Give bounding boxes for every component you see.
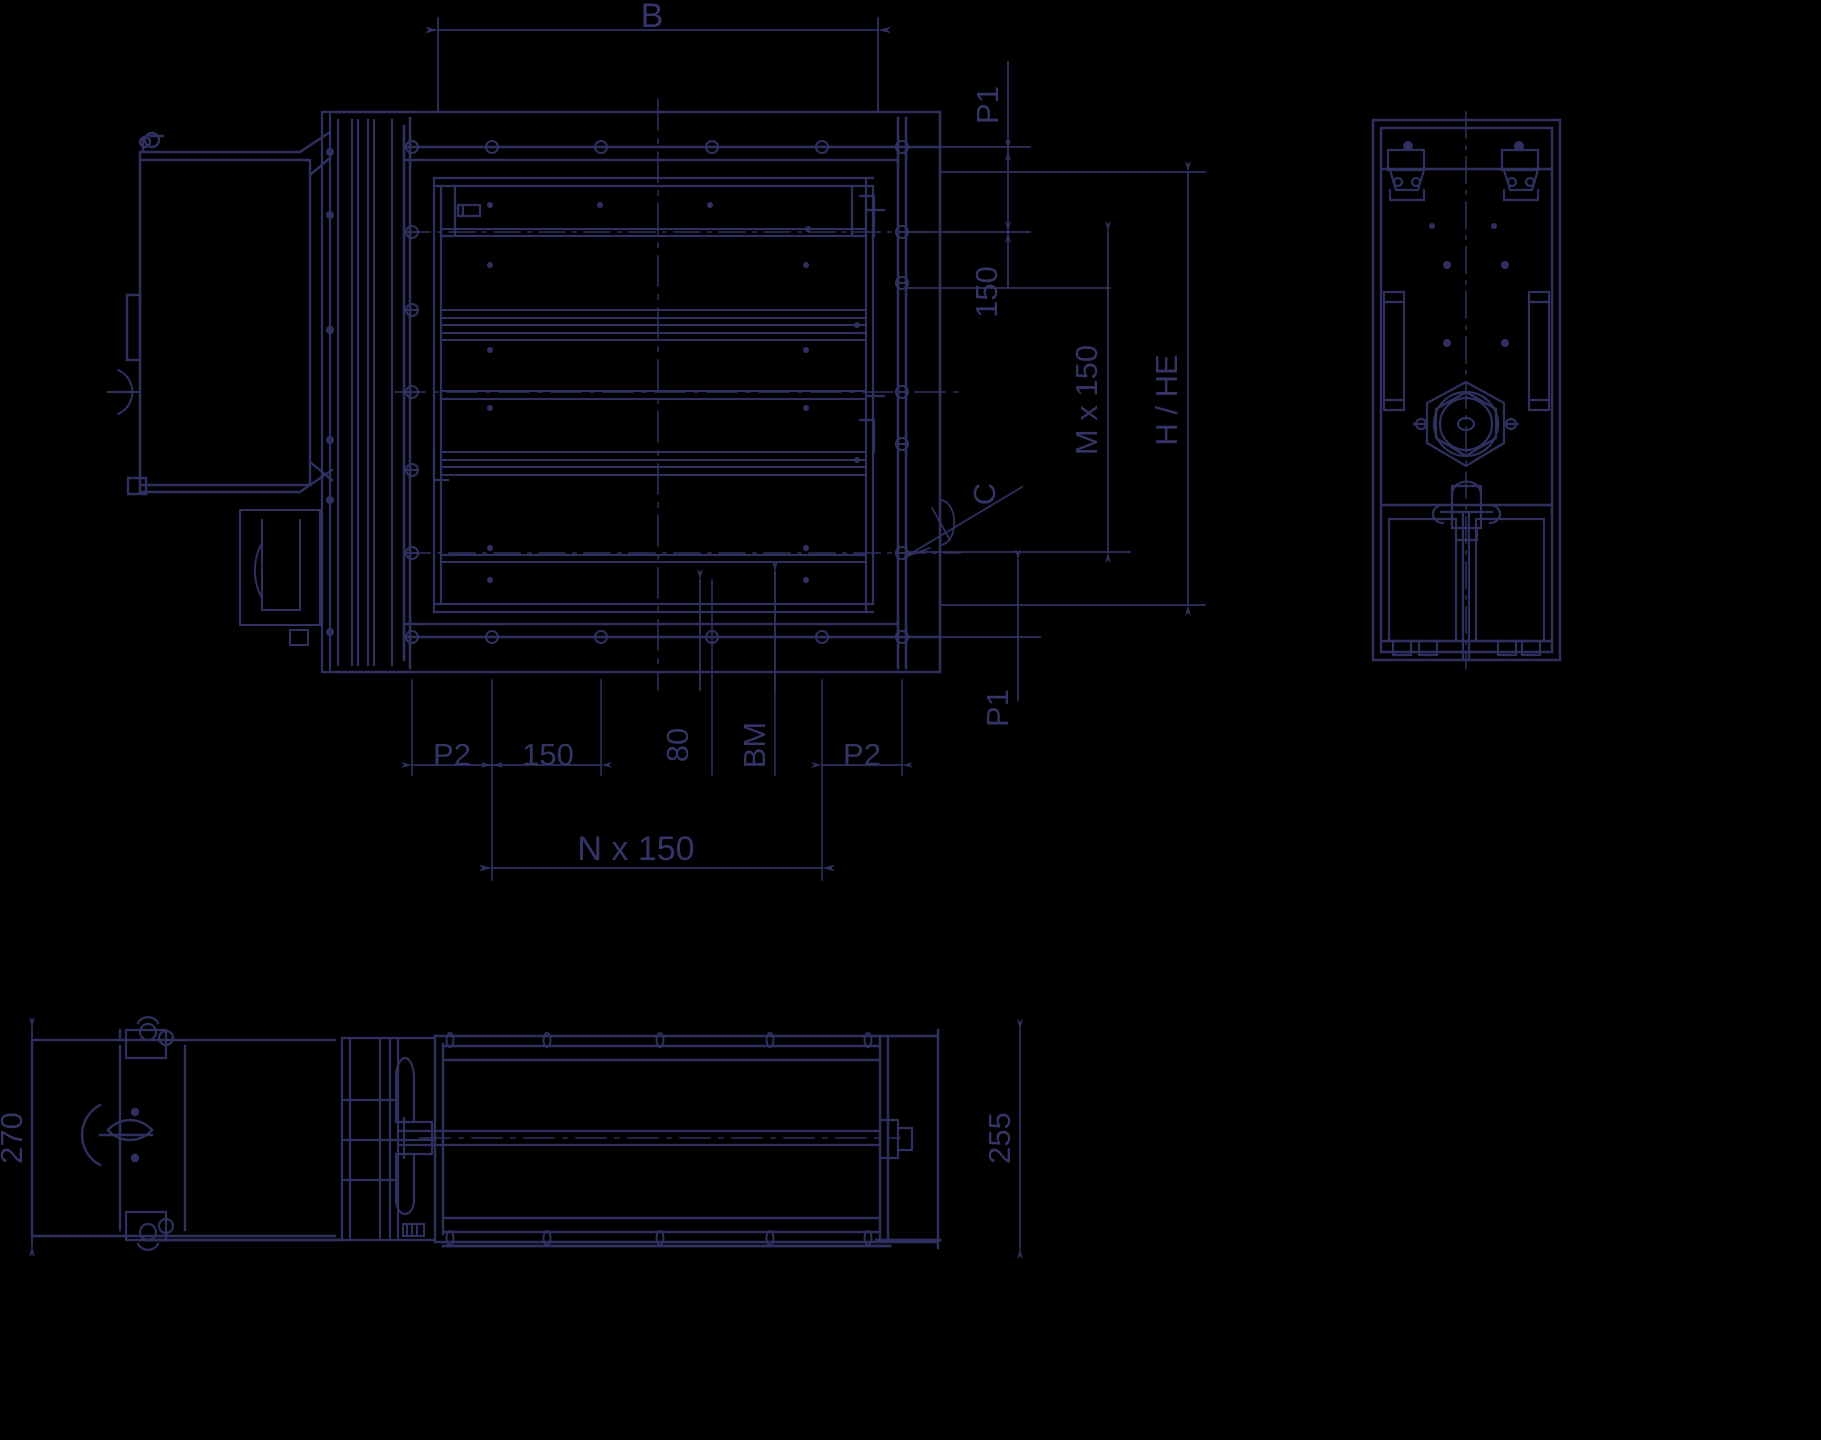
plan-view-body bbox=[433, 1028, 940, 1250]
plan-view-bolts bbox=[445, 1032, 873, 1246]
label-255: 255 bbox=[982, 1112, 1017, 1164]
centerlines-secondary bbox=[403, 231, 961, 554]
label-P1-bottom: P1 bbox=[980, 689, 1015, 727]
bolt-holes-left-column bbox=[405, 225, 419, 560]
side-view-brackets bbox=[1382, 148, 1551, 412]
label-150-bottom: 150 bbox=[522, 737, 574, 772]
dimension-150-right bbox=[905, 139, 1111, 289]
label-H-HE: H / HE bbox=[1149, 354, 1184, 445]
dimension-text-layer: B P1 150 M x 150 H / HE C P1 P2 150 80 B… bbox=[0, 0, 1184, 1164]
plan-view-frame-stack bbox=[340, 1036, 437, 1242]
label-P2-left: P2 bbox=[433, 737, 471, 772]
dimension-H-HE bbox=[939, 161, 1206, 616]
dimension-P1-top bbox=[905, 61, 1031, 161]
label-270: 270 bbox=[0, 1112, 29, 1164]
centerlines bbox=[394, 99, 961, 691]
small-dots bbox=[487, 202, 860, 583]
detail-callout-C bbox=[903, 485, 1024, 559]
side-view-lower-bays bbox=[1387, 510, 1546, 662]
dimension-B bbox=[425, 17, 891, 113]
shaft-end bbox=[107, 368, 141, 416]
label-detail-C: C bbox=[967, 483, 1002, 505]
blade-assembly bbox=[432, 176, 875, 614]
main-frame-outline bbox=[334, 110, 942, 674]
actuator-housing bbox=[125, 130, 334, 496]
plan-view-shaft bbox=[394, 1056, 914, 1216]
label-80: 80 bbox=[660, 728, 695, 762]
label-BM: BM bbox=[737, 722, 772, 769]
label-150-right: 150 bbox=[969, 266, 1004, 318]
dimension-P1-bottom bbox=[905, 549, 1041, 701]
label-Mx150: M x 150 bbox=[1069, 345, 1104, 455]
side-view-dots bbox=[1403, 141, 1524, 347]
plan-view-left-housing bbox=[30, 1028, 337, 1238]
label-Nx150: N x 150 bbox=[577, 830, 694, 868]
label-P1-top: P1 bbox=[970, 86, 1005, 124]
plan-view-small-block bbox=[402, 1223, 425, 1237]
label-P2-right: P2 bbox=[843, 737, 881, 772]
blade-rows bbox=[440, 228, 867, 563]
blade-end-caps bbox=[432, 184, 886, 557]
frame-side-dots bbox=[326, 148, 334, 636]
plan-view-bottom-rail bbox=[138, 1238, 942, 1248]
terminal-box bbox=[239, 509, 321, 646]
label-overall-width-B: B bbox=[641, 0, 664, 35]
